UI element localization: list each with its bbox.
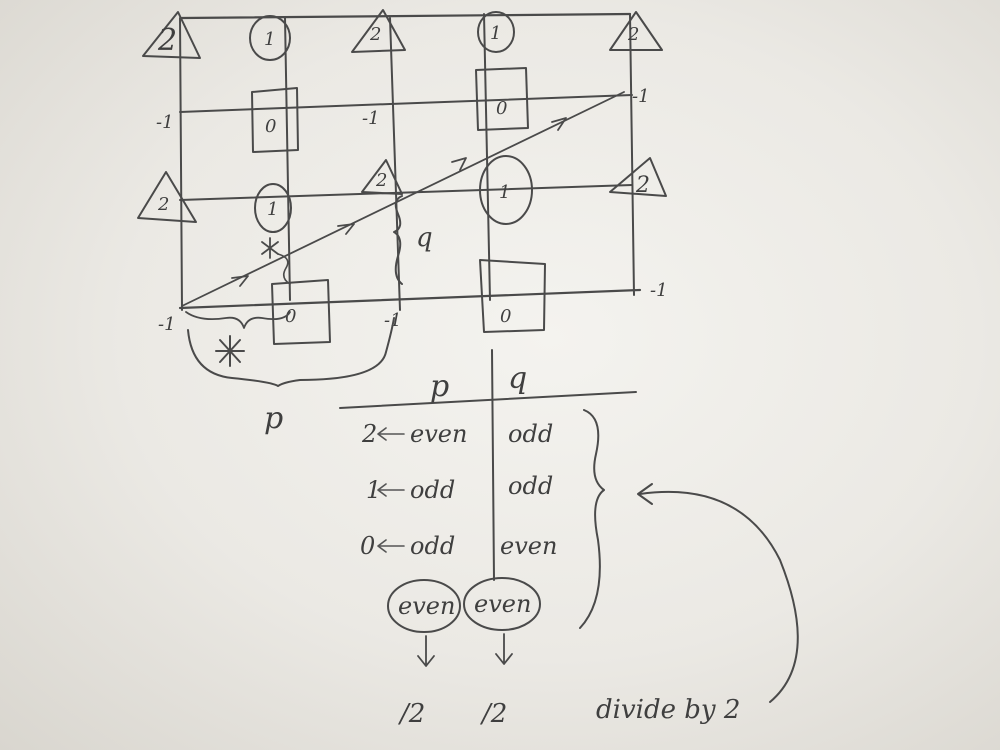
square-value: 0 xyxy=(285,306,296,327)
minus-one-labels: -1 -1 -1 -1 -1 -1 xyxy=(156,86,668,335)
table-cell-q: even xyxy=(500,532,557,560)
result-p-text: /2 xyxy=(397,699,425,729)
table-vertical-divider xyxy=(491,349,495,581)
summary-q-text: even xyxy=(474,590,531,618)
circle-marker: 1 xyxy=(254,183,292,233)
triangle-marker: 2 xyxy=(361,159,403,195)
divide-note-text: divide by 2 xyxy=(596,695,740,725)
summary-oval-q: even xyxy=(463,577,541,631)
p-brace: p xyxy=(187,317,395,436)
circle-marker: 1 xyxy=(249,15,291,61)
triangle-value: 2 xyxy=(375,170,387,191)
p-label: p xyxy=(264,401,283,436)
circle-value: 1 xyxy=(264,29,275,50)
row-label-minus-one: -1 xyxy=(156,112,174,133)
grid-line-v4 xyxy=(629,13,635,296)
circle-marker: 1 xyxy=(479,155,533,225)
down-arrow-icon xyxy=(417,635,435,667)
triangle-marker: 2 xyxy=(351,9,406,53)
circle-value: 1 xyxy=(267,199,278,220)
grid-lines xyxy=(178,12,642,311)
row-label-minus-one: -1 xyxy=(650,280,668,301)
table-row-value: 2 xyxy=(361,420,377,448)
triangle-marker: 2 xyxy=(142,11,201,59)
grid-line-h2 xyxy=(179,184,633,201)
square-value: 0 xyxy=(500,306,511,327)
arrowhead-icon xyxy=(451,157,467,171)
triangle-value: 2 xyxy=(627,24,639,45)
parity-table: p q 2 even odd 1 odd odd 0 odd even xyxy=(339,349,637,629)
triangle-value: 2 xyxy=(157,23,177,58)
arrowhead-icon xyxy=(551,117,567,131)
table-cell-p: odd xyxy=(410,532,455,560)
grid-line-v1 xyxy=(284,17,291,301)
table-row-value: 1 xyxy=(366,476,381,504)
table-right-brace xyxy=(579,409,605,629)
square-value: 0 xyxy=(496,98,507,119)
table-cell-p: odd xyxy=(410,476,455,504)
curved-arrow-line xyxy=(639,490,799,703)
triangle-markers: 2 2 2 2 2 2 xyxy=(137,9,667,223)
star-mark xyxy=(215,335,245,367)
triangle-marker: 2 xyxy=(137,171,197,223)
circle-markers: 1 1 1 1 xyxy=(249,11,533,233)
grid-line-h1-left xyxy=(179,103,391,113)
circle-value: 1 xyxy=(490,23,501,44)
triangle-value: 2 xyxy=(369,24,381,45)
grid-line-v3 xyxy=(483,13,491,301)
square-marker: 0 xyxy=(475,67,529,131)
divide-note: divide by 2 xyxy=(596,483,799,725)
q-label: q xyxy=(416,223,433,253)
circle-value: 1 xyxy=(499,182,510,203)
triangle-marker: 2 xyxy=(609,157,667,198)
circle-marker: 1 xyxy=(477,11,515,53)
table-header-line xyxy=(339,391,637,409)
triangle-marker: 2 xyxy=(609,11,663,51)
table-cell-q: odd xyxy=(508,420,553,448)
square-marker: 0 xyxy=(251,87,299,153)
small-bottom-brace xyxy=(185,311,291,329)
square-markers: 0 0 0 0 xyxy=(251,67,546,345)
down-arrow-icon xyxy=(495,633,513,665)
curved-arrowhead-icon xyxy=(637,483,653,505)
grid-line-top xyxy=(180,12,632,20)
summary-row: even even /2 /2 xyxy=(387,577,541,729)
table-cell-p: even xyxy=(410,420,467,448)
left-arrow-icon xyxy=(377,539,405,553)
square-marker: 0 xyxy=(271,279,331,345)
result-q-text: /2 xyxy=(479,699,507,729)
row-label-minus-one: -1 xyxy=(158,314,176,335)
small-star-mark xyxy=(261,237,291,285)
table-row-value: 0 xyxy=(360,532,375,560)
table-header-q: q xyxy=(508,361,527,396)
left-arrow-icon xyxy=(377,427,405,441)
summary-p-text: even xyxy=(398,592,455,620)
triangle-value: 2 xyxy=(157,194,169,215)
grid-line-h1-right xyxy=(389,94,633,105)
arrowhead-icon xyxy=(337,223,355,235)
square-value: 0 xyxy=(265,116,276,137)
grid-line-bottom xyxy=(178,288,642,310)
grid-line-v0 xyxy=(179,17,183,311)
q-brace: q xyxy=(393,195,433,285)
triangle-value: 2 xyxy=(635,173,650,198)
row-label-minus-one: -1 xyxy=(632,86,650,107)
table-cell-q: odd xyxy=(508,472,553,500)
square-marker: 0 xyxy=(479,259,546,333)
table-header-p: p xyxy=(430,369,449,404)
left-arrow-icon xyxy=(377,483,405,497)
row-label-minus-one: -1 xyxy=(362,108,380,129)
grid-line-v2 xyxy=(389,17,401,311)
arrowhead-icon xyxy=(231,275,249,287)
diagonal-arrow-path xyxy=(181,91,625,307)
summary-oval-p: even xyxy=(387,579,461,633)
